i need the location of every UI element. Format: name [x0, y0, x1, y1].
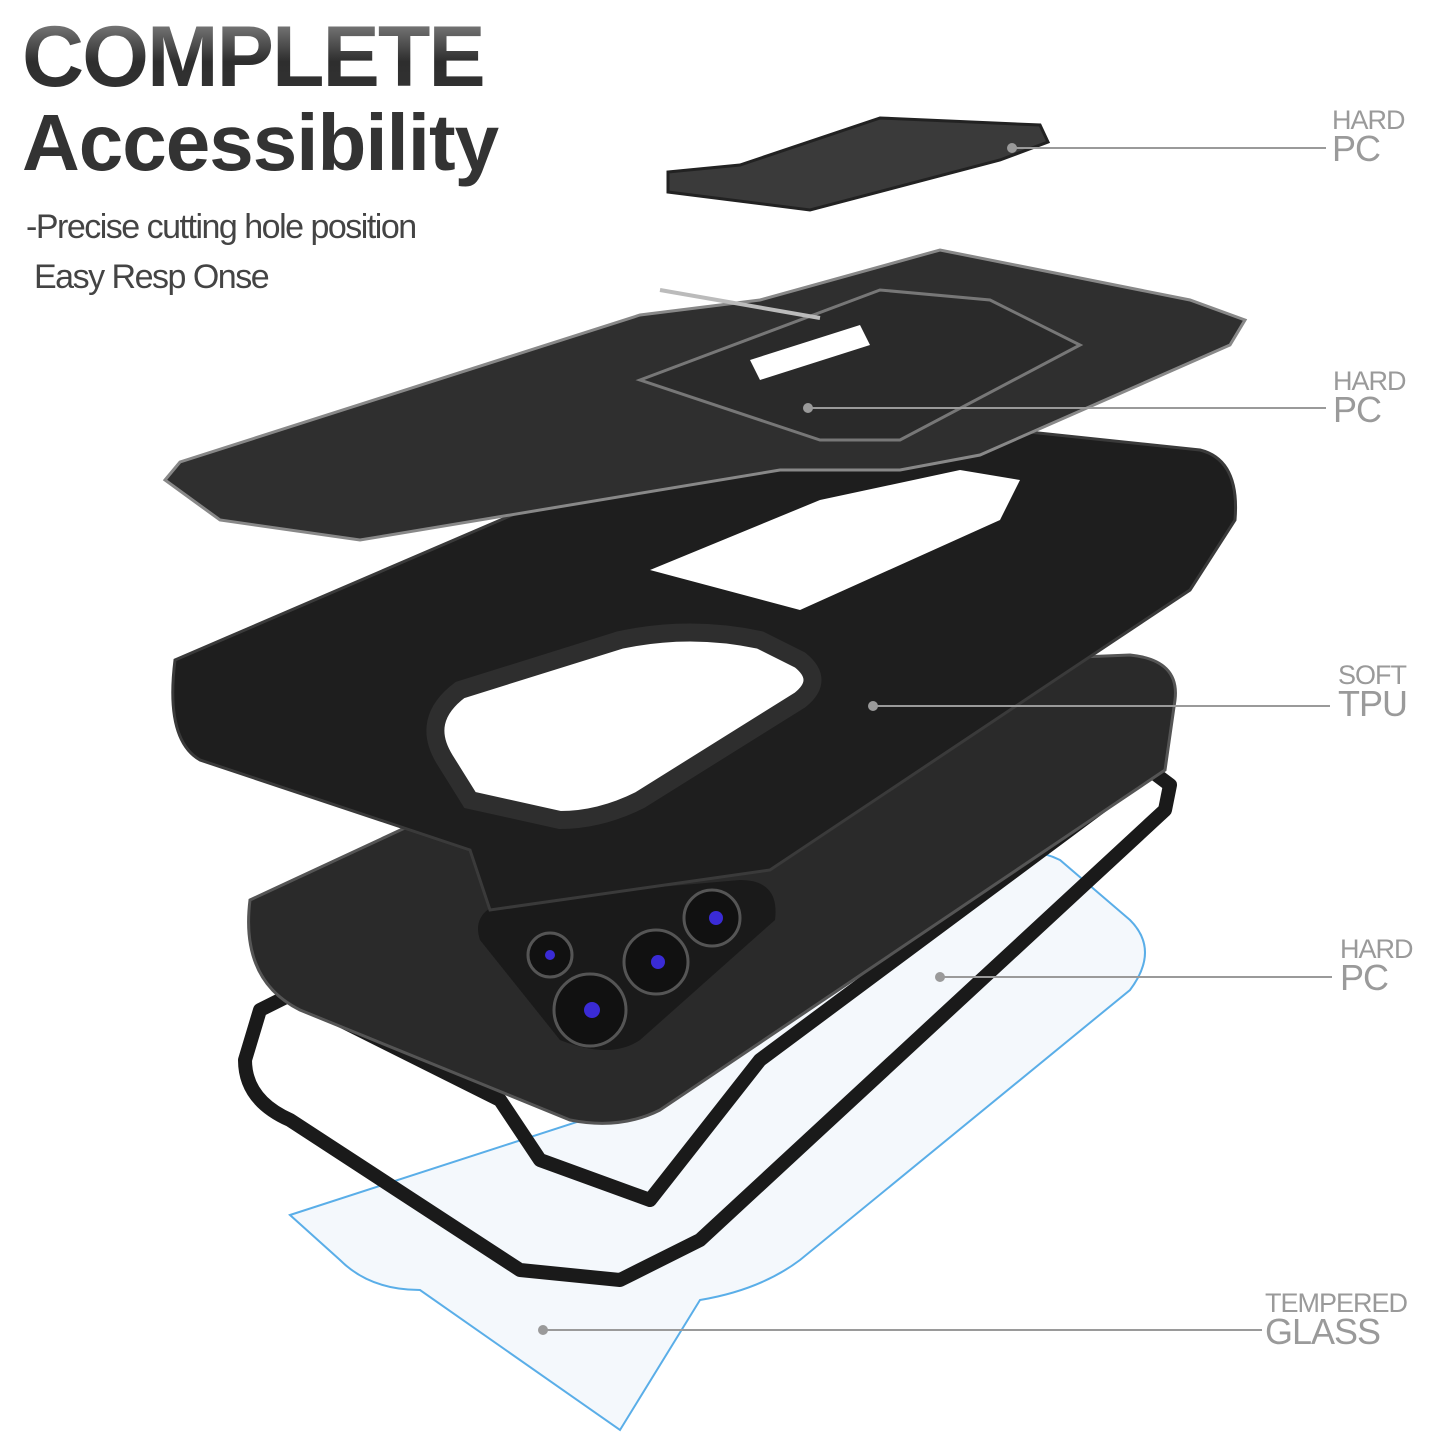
headline-line2: Accessibility: [22, 98, 499, 187]
subtext-line1: -Precise cutting hole position: [26, 208, 417, 246]
layer-type: TEMPERED: [1265, 1288, 1408, 1318]
headline-line1: COMPLETE: [22, 9, 486, 105]
kickstand-frame: [635, 288, 1084, 442]
layer-material: PC: [1332, 128, 1381, 169]
layer-label-soft-tpu: SOFT TPU: [1338, 660, 1408, 724]
layer-type: SOFT: [1338, 660, 1407, 690]
layer-label-tempered-glass: TEMPERED GLASS: [1265, 1288, 1408, 1352]
layer-material: PC: [1340, 957, 1389, 998]
callout-lines: [538, 143, 1332, 1335]
layer-type: HARD: [1340, 934, 1414, 964]
kickstand-slot: [750, 325, 870, 380]
tpu-window: [650, 470, 1020, 610]
layer-material: PC: [1333, 389, 1382, 430]
layer-label-hard-pc-frame: HARD PC: [1340, 934, 1414, 998]
layer-material: GLASS: [1265, 1311, 1381, 1352]
layer-type: HARD: [1333, 366, 1407, 396]
layer-label-hard-pc-back: HARD PC: [1333, 366, 1407, 430]
hard-pc-frame-layer: [238, 763, 1177, 1287]
layer-label-hard-pc-plate: HARD PC: [1332, 105, 1406, 169]
subtext-line2: Easy Resp Onse: [34, 258, 270, 296]
kickstand-pin: [659, 288, 821, 320]
layer-type: HARD: [1332, 105, 1406, 135]
hard-pc-plate-layer: [666, 116, 1051, 212]
layer-material: TPU: [1338, 683, 1408, 724]
tpu-camera-cutout: [426, 623, 822, 830]
